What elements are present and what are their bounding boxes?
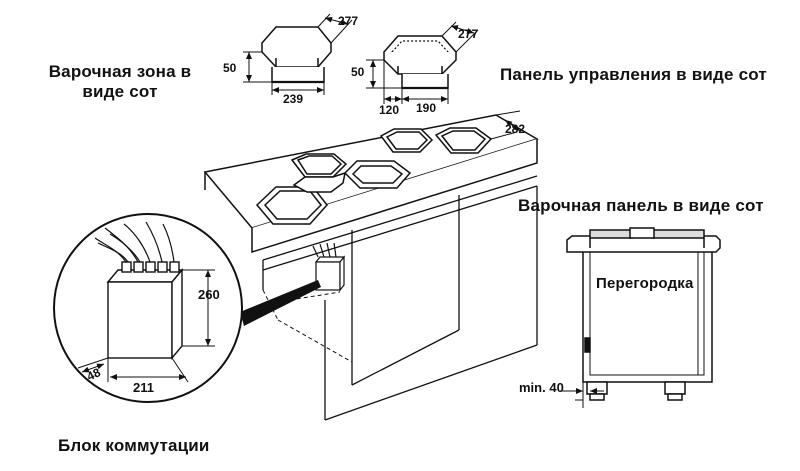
honeycomb-panel-label: Варочная панель в виде сот [518,196,764,215]
partition-label: Перегородка [596,275,694,292]
box-width-dim: 211 [133,380,154,395]
panel-width-dim: 190 [416,101,436,115]
switch-box-label: Блок коммутации [58,436,210,455]
cross-section [566,227,721,401]
zone-dimension-lines [243,13,353,95]
cabinet [262,175,538,421]
hexagon-cutouts [255,127,493,225]
hob-depth-dim: 282 [505,122,525,136]
box-depth-dim: 48 [85,365,103,383]
zoom-pointer [240,280,321,326]
zone-depth-dim: 277 [338,14,358,28]
control-panel-label: Панель управления в виде сот [500,65,767,84]
countertop-dimension [490,110,521,140]
hob-zone-label: Варочная зона в виде сот [48,62,192,101]
panel-depth-dim: 277 [458,27,478,41]
zone-height-dim: 50 [223,61,237,75]
zoom-circle [53,213,243,403]
control-panel-dimension-lines [366,21,479,104]
cooking-zone-module [260,26,332,84]
panel-offset-dim: 120 [379,103,399,117]
cross-section-dims [560,375,604,408]
zone-width-dim: 239 [283,92,303,106]
control-panel-module [382,35,458,90]
box-height-dim: 260 [198,287,220,302]
panel-height-dim: 50 [351,65,365,79]
min-gap-dim: min. 40 [519,380,564,395]
